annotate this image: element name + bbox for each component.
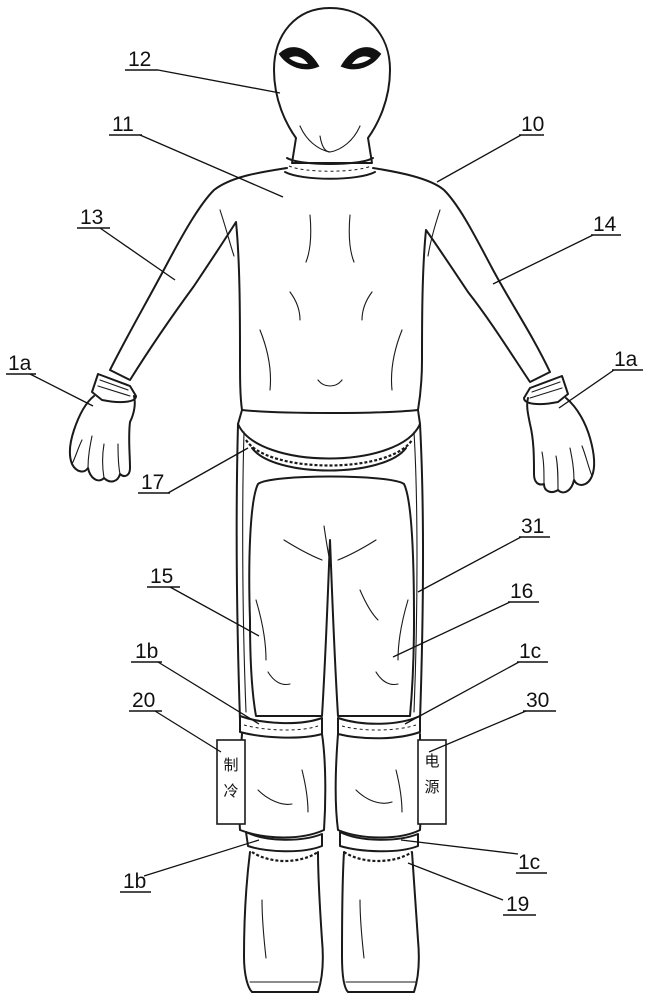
label-11: 11 [109, 113, 142, 136]
svg-text:10: 10 [521, 113, 544, 136]
label-15: 15 [147, 565, 180, 588]
leader-lines [29, 69, 615, 901]
waist-band [237, 409, 421, 472]
svg-text:1c: 1c [519, 640, 541, 663]
label-1c-lower: 1c [516, 851, 547, 874]
label-16: 16 [508, 580, 539, 603]
svg-text:1a: 1a [8, 352, 32, 375]
svg-text:16: 16 [510, 580, 533, 603]
svg-text:1b: 1b [123, 870, 146, 893]
svg-text:14: 14 [593, 213, 617, 236]
label-10: 10 [519, 113, 544, 136]
svg-text:17: 17 [141, 471, 164, 494]
power-char-1: 电 [424, 752, 439, 770]
left-glove [68, 373, 137, 483]
power-unit: 电 源 [417, 739, 447, 825]
ankle-bands [245, 831, 419, 853]
label-1a-right: 1a [612, 348, 643, 371]
label-1a-left: 1a [6, 352, 36, 375]
label-12: 12 [125, 48, 158, 71]
label-30: 30 [523, 689, 556, 712]
label-31: 31 [519, 515, 550, 538]
svg-text:1c: 1c [518, 851, 540, 874]
svg-text:11: 11 [112, 113, 134, 136]
cooling-char-1: 制 [223, 756, 238, 774]
svg-text:20: 20 [132, 689, 155, 712]
label-19: 19 [503, 893, 536, 916]
power-char-2: 源 [424, 778, 439, 796]
label-14: 14 [591, 213, 621, 236]
collar [284, 157, 376, 180]
label-20: 20 [129, 689, 162, 712]
label-17: 17 [138, 471, 170, 494]
svg-text:30: 30 [526, 689, 549, 712]
cooling-unit: 制 冷 [216, 739, 246, 825]
label-1b-upper: 1b [131, 640, 162, 663]
svg-text:1a: 1a [614, 348, 638, 371]
right-glove [523, 375, 596, 494]
svg-text:19: 19 [506, 893, 529, 916]
lower-legs [238, 733, 422, 839]
boots [243, 851, 420, 993]
svg-text:15: 15 [150, 565, 173, 588]
cooling-char-2: 冷 [223, 782, 238, 800]
svg-text:1b: 1b [135, 640, 158, 663]
knee-bands [239, 715, 421, 740]
label-13: 13 [77, 206, 110, 229]
label-1c-upper: 1c [517, 640, 548, 663]
svg-text:31: 31 [521, 515, 544, 538]
pants [235, 423, 424, 721]
jacket [109, 167, 551, 414]
hood [273, 7, 391, 164]
svg-text:13: 13 [80, 206, 103, 229]
svg-text:12: 12 [128, 48, 151, 71]
label-1b-lower: 1b [120, 870, 151, 893]
